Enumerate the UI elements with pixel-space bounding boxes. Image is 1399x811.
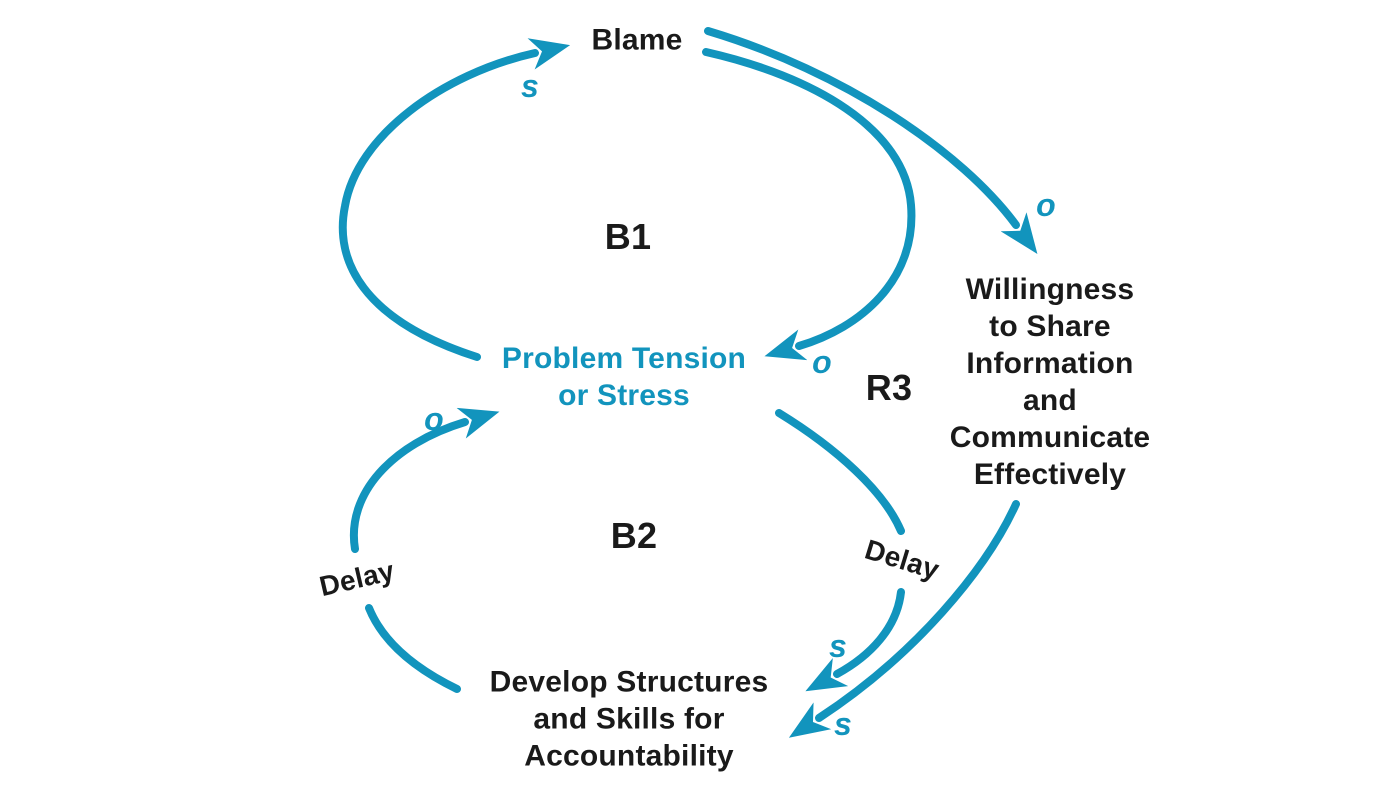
arrow-blame-to-problem bbox=[702, 48, 916, 361]
node-problem-tension: Problem Tension or Stress bbox=[501, 342, 747, 412]
arrow-blame-to-willingness bbox=[704, 27, 1038, 254]
arrow-willingness-to-develop bbox=[788, 500, 1020, 738]
polarity-o-blame-to-problem: o bbox=[812, 344, 832, 380]
loop-label-b2: B2 bbox=[610, 515, 658, 556]
node-develop-structures: Develop Structures and Skills for Accoun… bbox=[489, 665, 769, 773]
polarity-s-problem-to-blame: s bbox=[521, 68, 539, 104]
node-blame: Blame bbox=[591, 23, 683, 57]
arrow-problem-to-blame bbox=[338, 38, 571, 361]
polarity-o-develop-to-problem: o bbox=[424, 401, 444, 437]
arrow-develop-to-problem-lower-segment bbox=[365, 604, 461, 693]
arrow-problem-to-develop-lower-segment bbox=[805, 588, 905, 692]
node-willingness-to-share: Willingness to Share Information and Com… bbox=[949, 273, 1151, 491]
polarity-s-problem-to-develop: s bbox=[829, 628, 847, 664]
loop-label-b1: B1 bbox=[604, 216, 652, 257]
arrow-develop-to-problem-upper-segment bbox=[349, 407, 500, 553]
arrow-problem-to-develop-upper-segment bbox=[775, 409, 905, 535]
polarity-o-blame-to-willingness: o bbox=[1036, 187, 1056, 223]
loop-label-r3: R3 bbox=[865, 367, 913, 408]
polarity-s-willingness-to-develop: s bbox=[834, 706, 852, 742]
